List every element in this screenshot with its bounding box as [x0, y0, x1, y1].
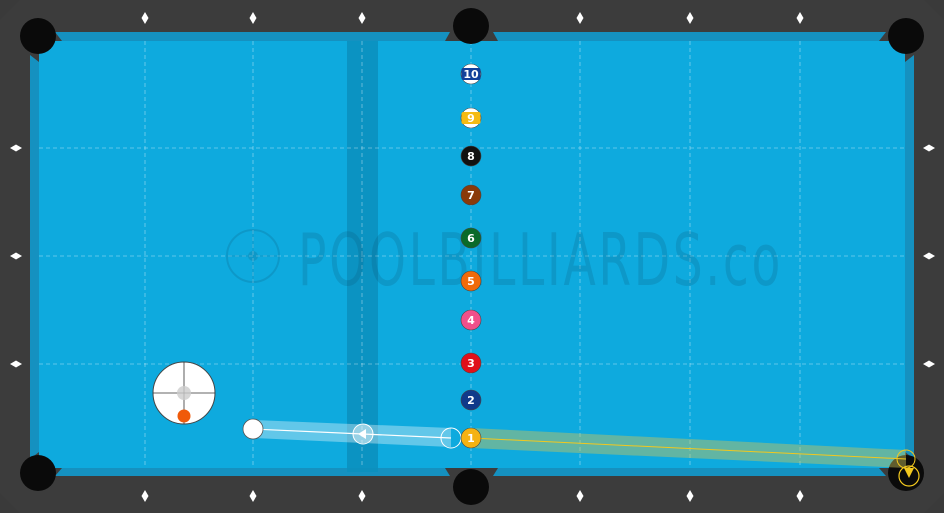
rail-diamonds — [10, 12, 935, 502]
target-pocket-marker — [898, 465, 920, 487]
diamond-icon — [141, 490, 149, 502]
watermark: POOLBILLIARDS.co — [226, 218, 783, 302]
object-ball-line — [470, 437, 907, 460]
ball-1[interactable]: 1 — [460, 427, 482, 449]
ball-number-label: 7 — [467, 189, 475, 202]
diamond-icon — [10, 144, 22, 152]
diamond-icon — [141, 12, 149, 24]
diamond-icon — [576, 12, 584, 24]
watermark-logo-icon — [226, 229, 280, 283]
diamond-icon — [576, 490, 584, 502]
ball-number-label: 6 — [467, 232, 475, 245]
diamond-icon — [796, 490, 804, 502]
ball-number-label: 1 — [467, 432, 475, 445]
ball-4[interactable]: 4 — [460, 309, 482, 331]
diamond-icon — [923, 144, 935, 152]
spin-center-mark — [177, 386, 191, 400]
ball-number-label: 8 — [467, 150, 475, 163]
ball-7[interactable]: 7 — [460, 184, 482, 206]
diamond-icon — [249, 490, 257, 502]
pocket-bottom-left — [20, 455, 56, 491]
ball-6[interactable]: 6 — [460, 227, 482, 249]
arrow-icon — [358, 429, 366, 439]
diamond-icon — [686, 12, 694, 24]
spin-dot[interactable] — [177, 409, 191, 423]
pocket-bottom-right — [888, 455, 924, 491]
aim-line — [252, 428, 452, 439]
pocket-top-left — [20, 18, 56, 54]
ball-5[interactable]: 5 — [460, 270, 482, 292]
ball-3[interactable]: 3 — [460, 352, 482, 374]
pocket-top-middle — [453, 8, 489, 44]
ball-2[interactable]: 2 — [460, 389, 482, 411]
ball-number-label: 5 — [467, 275, 475, 288]
spin-indicator[interactable] — [152, 361, 216, 425]
grid-lines — [39, 41, 905, 468]
ball-number-label: 3 — [467, 357, 475, 370]
ball-number-label: 4 — [467, 314, 475, 327]
diamond-icon — [10, 252, 22, 260]
watermark-text: POOLBILLIARDS.co — [298, 218, 783, 302]
diamond-icon — [923, 252, 935, 260]
diamond-icon — [796, 12, 804, 24]
diamond-icon — [249, 12, 257, 24]
cushions — [30, 32, 914, 476]
ball-number-label: 10 — [463, 68, 479, 81]
ball-number-label: 2 — [467, 394, 475, 407]
object-balls: 10 9 8 7 6 5 4 3 2 1 — [460, 63, 482, 449]
ball-8[interactable]: 8 — [460, 145, 482, 167]
diamond-icon — [358, 490, 366, 502]
ball-9[interactable]: 9 — [460, 107, 482, 129]
diamond-icon — [358, 12, 366, 24]
pocket-bottom-middle — [453, 469, 489, 505]
ball-10[interactable]: 10 — [460, 63, 482, 85]
diamond-icon — [686, 490, 694, 502]
pockets — [20, 8, 924, 505]
kitchen-zone — [347, 41, 378, 472]
diamond-icon — [10, 360, 22, 368]
pocket-top-right — [888, 18, 924, 54]
ball-number-label: 9 — [467, 112, 475, 125]
diamond-icon — [923, 360, 935, 368]
cue-path-marker[interactable] — [352, 423, 374, 445]
arrow-down-icon — [904, 468, 914, 478]
cue-ball[interactable] — [242, 418, 264, 440]
